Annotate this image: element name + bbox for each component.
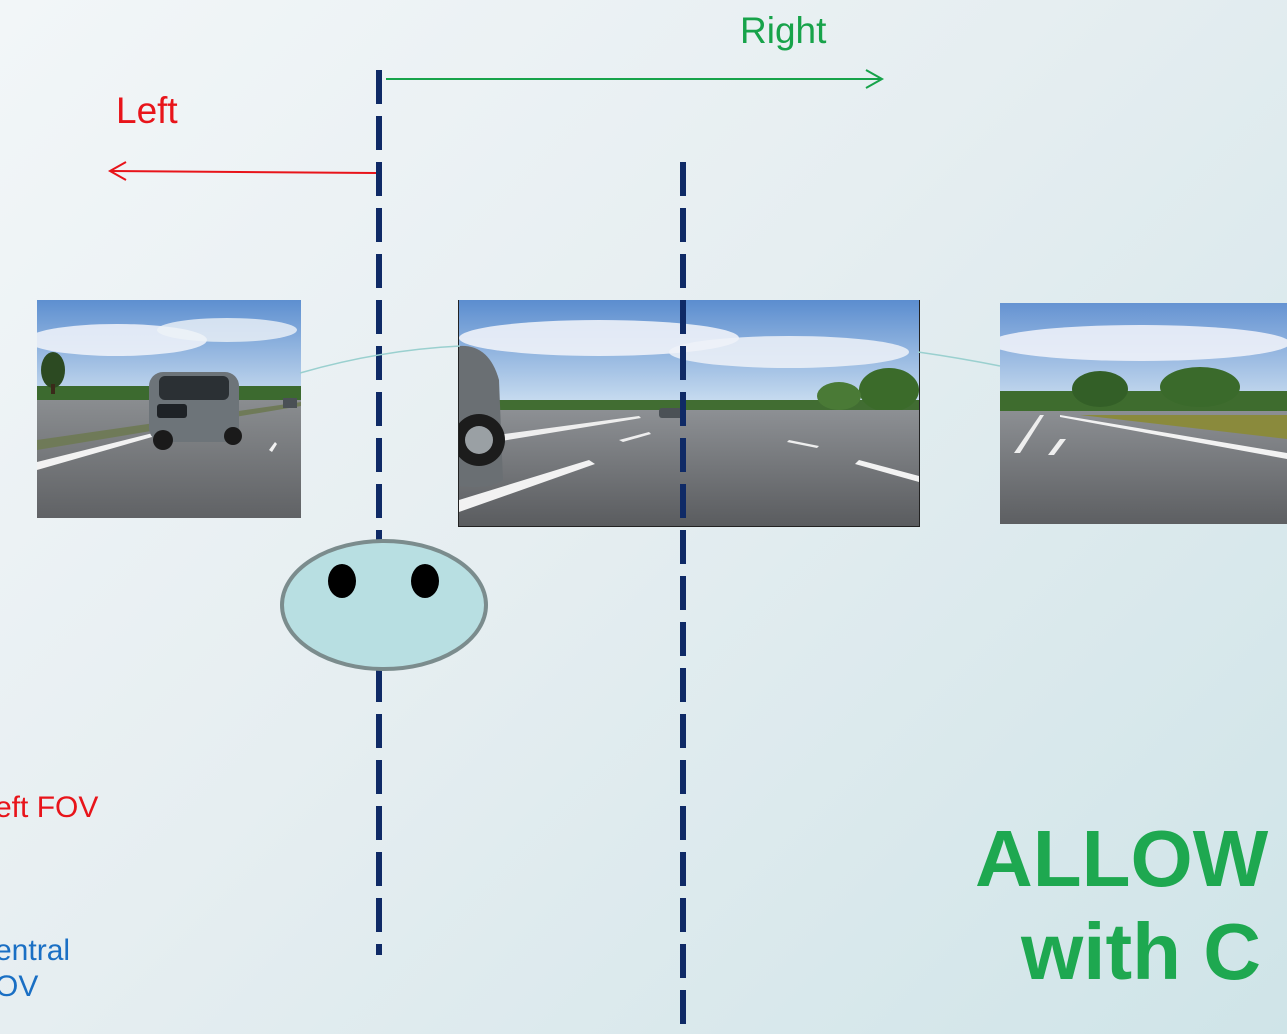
driver-head-icon xyxy=(280,539,488,671)
right-arrowhead-icon xyxy=(865,69,885,89)
headline: ALLOW with C xyxy=(975,812,1268,998)
eye-icon xyxy=(411,564,439,598)
eye-icon xyxy=(328,564,356,598)
central-view-image xyxy=(458,300,920,527)
fov-arc-left xyxy=(299,345,461,374)
right-view-image xyxy=(1000,303,1287,524)
left-label: Left xyxy=(116,90,178,131)
fov-arc-right xyxy=(917,351,1001,367)
left-arrow xyxy=(109,170,377,174)
headline-line2: with C xyxy=(1021,907,1261,996)
central-fov-label-line1: entral xyxy=(0,934,71,967)
left-arrowhead-icon xyxy=(107,161,127,181)
central-fov-label-line2: OV xyxy=(0,970,39,1003)
left-view-image xyxy=(37,300,301,518)
headline-line1: ALLOW xyxy=(975,814,1269,903)
right-label: Right xyxy=(740,10,827,51)
central-fov-label: entral OV xyxy=(0,933,70,1005)
left-fov-label: eft FOV xyxy=(0,791,99,824)
